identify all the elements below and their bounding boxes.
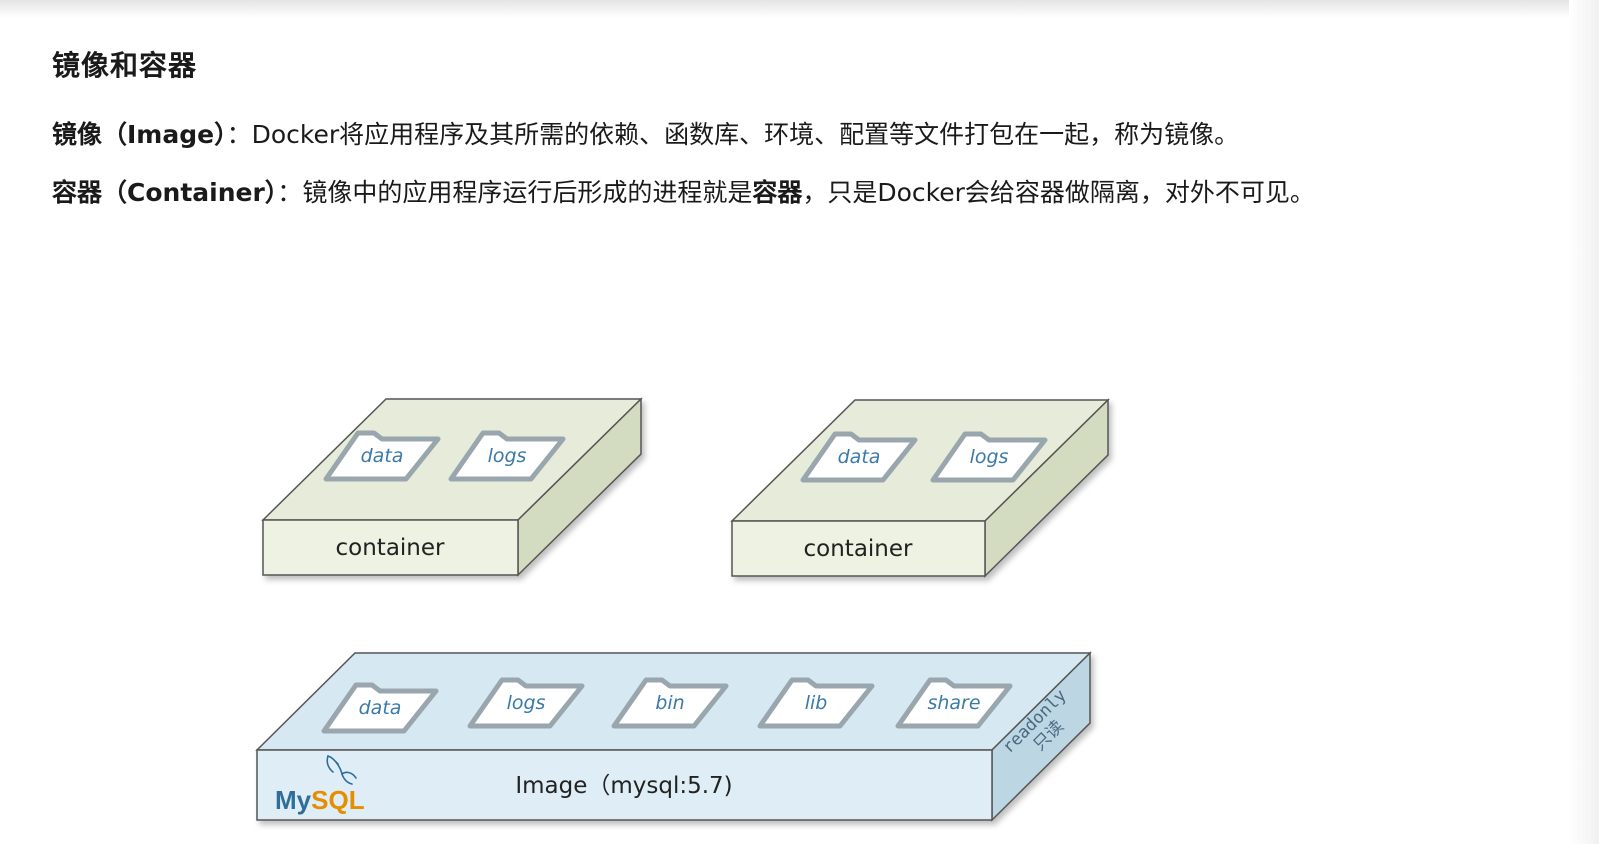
folder-label-data: data xyxy=(361,445,404,467)
image-definition: 镜像（Image）：Docker将应用程序及其所需的依赖、函数库、环境、配置等文… xyxy=(52,115,1239,151)
container-slab-2 xyxy=(730,398,1110,578)
folder-label-data: data xyxy=(359,697,402,719)
folder-icon: logs xyxy=(930,431,1048,483)
container-description-bold: 容器 xyxy=(752,178,803,207)
folder-icon: share xyxy=(895,677,1013,729)
image-slab-front xyxy=(256,749,993,821)
image-folders: data logs bin lib share xyxy=(321,677,1013,734)
container-1-label: container xyxy=(336,535,446,561)
dolphin-icon xyxy=(326,755,357,785)
container-2-folders: data logs xyxy=(800,431,1048,483)
folder-label-logs: logs xyxy=(488,445,527,467)
container-1-folders: data logs xyxy=(323,430,566,482)
container-term: 容器（Container） xyxy=(52,178,278,207)
container-description-end: ，只是Docker会给容器做隔离，对外不可见。 xyxy=(802,178,1315,207)
container-2-label: container xyxy=(804,536,914,562)
mysql-logo: MySQL xyxy=(275,755,365,815)
folder-icon: logs xyxy=(467,677,585,729)
mysql-logo-sql: SQL xyxy=(311,785,365,815)
folder-label-bin: bin xyxy=(655,692,684,714)
container-description-start: 镜像中的应用程序运行后形成的进程就是 xyxy=(302,178,753,207)
image-slab xyxy=(255,651,1092,822)
folder-icon: lib xyxy=(757,677,875,729)
container-slab-1 xyxy=(261,397,643,577)
folder-icon: data xyxy=(321,682,439,734)
container-term-separator: ： xyxy=(277,178,303,207)
folder-icon: data xyxy=(323,430,441,482)
container-slab-2-front xyxy=(731,520,986,577)
folder-label-logs: logs xyxy=(507,692,546,714)
svg-text:MySQL: MySQL xyxy=(275,785,365,815)
container-definition: 容器（Container）：镜像中的应用程序运行后形成的进程就是容器，只是Doc… xyxy=(52,173,1315,209)
folder-icon: data xyxy=(800,431,918,483)
mysql-logo-my: My xyxy=(275,785,312,815)
folder-icon: bin xyxy=(611,677,729,729)
page-title: 镜像和容器 xyxy=(52,49,198,82)
right-edge-shadow xyxy=(1569,0,1599,844)
image-label: Image（mysql:5.7) xyxy=(515,773,732,799)
folder-label-logs: logs xyxy=(970,446,1009,468)
folder-label-data: data xyxy=(838,446,881,468)
container-slab-1-front xyxy=(262,519,519,576)
folder-label-lib: lib xyxy=(805,692,828,714)
image-term: 镜像（Image） xyxy=(52,120,227,149)
image-term-separator: ： xyxy=(226,120,252,149)
folder-label-share: share xyxy=(927,692,980,714)
top-shadow xyxy=(0,0,1599,18)
image-description: Docker将应用程序及其所需的依赖、函数库、环境、配置等文件打包在一起，称为镜… xyxy=(251,120,1240,149)
folder-icon: logs xyxy=(448,430,566,482)
